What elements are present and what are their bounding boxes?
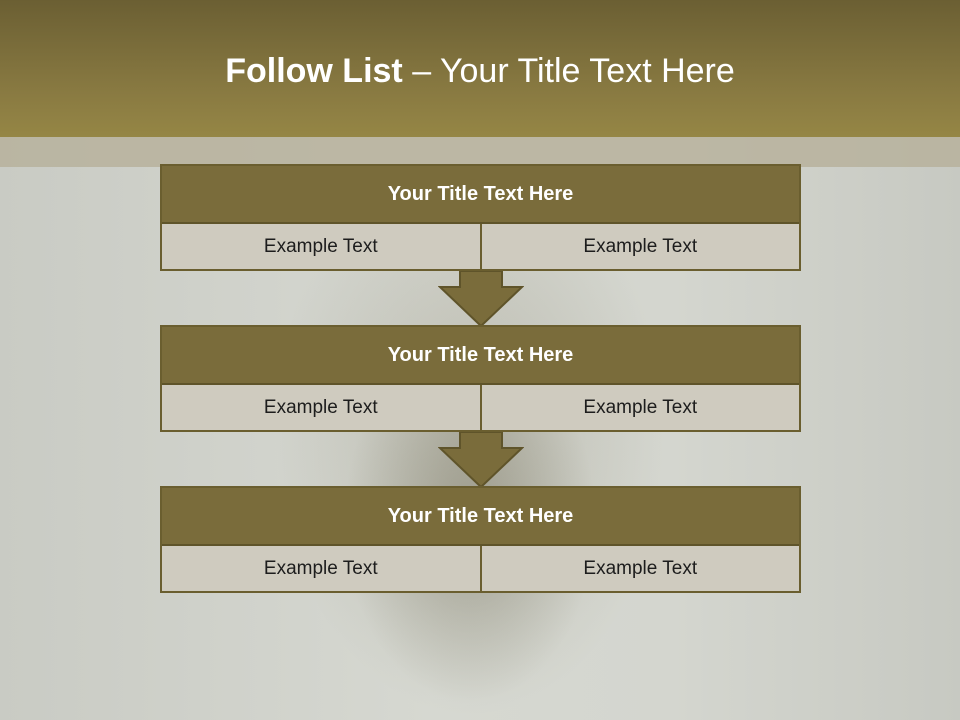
list-block-1: Your Title Text Here Example Text Exampl…: [160, 164, 801, 271]
down-arrow-icon: [438, 432, 524, 488]
block-cell-right: Example Text: [479, 224, 799, 269]
block-row: Example Text Example Text: [162, 546, 799, 591]
block-cell-left: Example Text: [162, 546, 480, 591]
slide-title-rest: – Your Title Text Here: [402, 52, 735, 90]
down-arrow-icon: [438, 271, 524, 327]
header-band: [0, 0, 960, 137]
header-subband: [0, 137, 960, 167]
block-title: Your Title Text Here: [162, 166, 799, 224]
block-row: Example Text Example Text: [162, 224, 799, 269]
slide-title: Follow List – Your Title Text Here: [0, 52, 960, 91]
block-title: Your Title Text Here: [162, 488, 799, 546]
block-cell-right: Example Text: [479, 546, 799, 591]
block-cell-left: Example Text: [162, 224, 480, 269]
block-row: Example Text Example Text: [162, 385, 799, 430]
block-title: Your Title Text Here: [162, 327, 799, 385]
slide-title-bold: Follow List: [225, 52, 403, 90]
block-cell-right: Example Text: [479, 385, 799, 430]
block-cell-left: Example Text: [162, 385, 480, 430]
list-block-2: Your Title Text Here Example Text Exampl…: [160, 325, 801, 432]
list-block-3: Your Title Text Here Example Text Exampl…: [160, 486, 801, 593]
